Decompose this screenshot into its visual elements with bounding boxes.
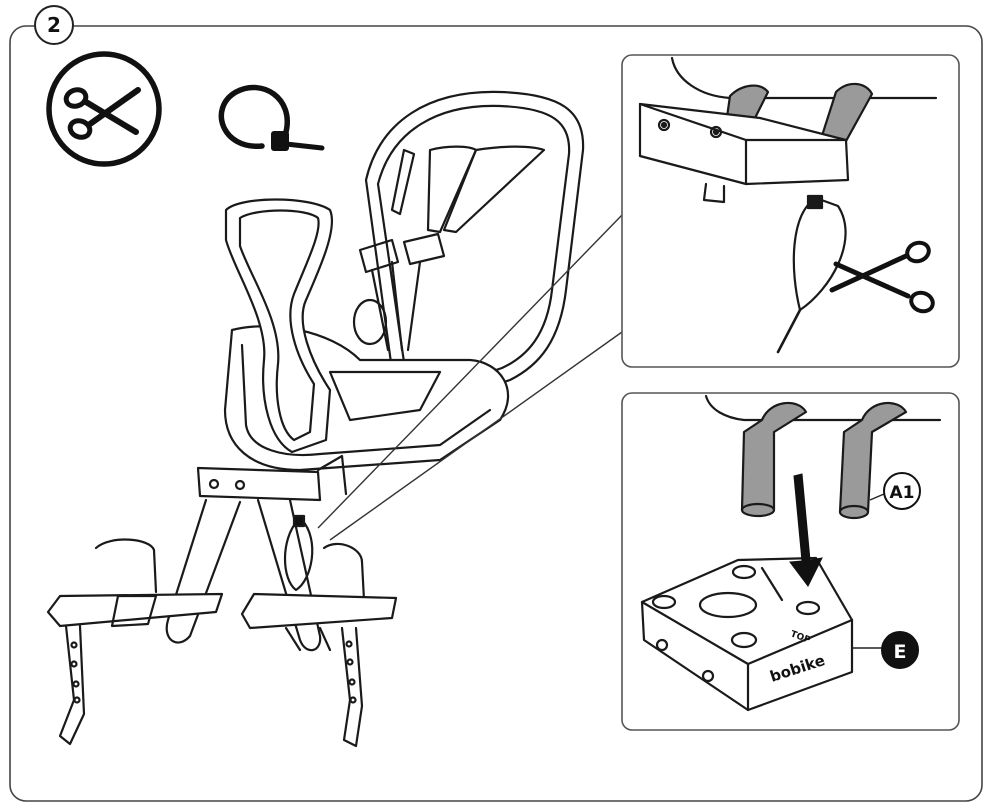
callout-e: E [852,631,919,669]
scissors-cut-icon [829,240,935,314]
outer-frame [9,25,983,802]
cable-tie-icon [218,84,325,151]
callout-e-label: E [894,641,907,663]
scissors-icon [46,51,162,167]
child-seat-illustration [46,90,585,748]
detail-panel-mount: TOP bobike [621,392,960,731]
step-number: 2 [47,13,61,37]
callout-a1: A1 [869,472,921,510]
callout-a1-label: A1 [890,483,915,503]
zoom-leader-lines [317,214,623,541]
detail-panel-cut-tie [621,54,960,368]
insert-arrow-icon [789,473,823,587]
step-badge: 2 [34,5,74,45]
